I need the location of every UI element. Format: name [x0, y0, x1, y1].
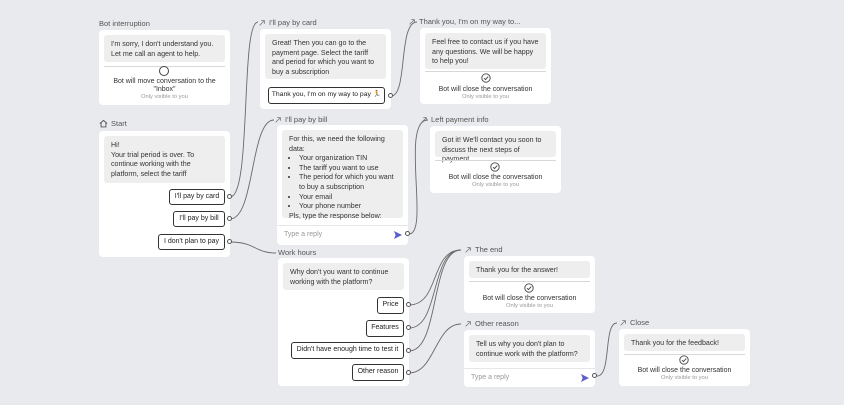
button-price[interactable]: Price: [377, 297, 404, 314]
button-features[interactable]: Features: [366, 320, 404, 337]
check-circle-icon: [481, 73, 491, 83]
button-not-enough-time[interactable]: Didn't have enough time to test it: [291, 342, 404, 359]
node-work-hours[interactable]: Why don't you want to continue working w…: [278, 258, 409, 386]
list-item: Your email: [299, 193, 396, 203]
close-conversation-text: Bot will close the conversation: [438, 86, 533, 93]
connector-features-end: [408, 249, 462, 329]
link-icon: [275, 116, 281, 123]
link-icon: [421, 116, 427, 123]
button-pay-by-bill[interactable]: I'll pay by bill: [173, 211, 225, 227]
intro-text: For this, we need the following data:: [289, 135, 385, 153]
node-title-start: Start: [99, 119, 127, 128]
port-pay-by-bill[interactable]: [227, 216, 232, 221]
divider: [469, 281, 590, 282]
node-bot-interruption[interactable]: I'm sorry, I don't understand you. Let m…: [99, 30, 230, 105]
list-item: The period for which you want to buy a s…: [299, 173, 396, 192]
node-title-thank-you: Thank you, I'm on my way to...: [408, 17, 520, 26]
message-bubble: Why don't you want to continue working w…: [283, 263, 404, 290]
link-icon: [409, 18, 415, 25]
connector-bill-leftpayment: [408, 119, 429, 235]
button-dont-plan-to-pay[interactable]: I don't plan to pay: [158, 234, 225, 250]
visibility-note: Only visible to you: [660, 375, 709, 381]
reply-placeholder: Type a reply: [471, 374, 510, 381]
port-reply[interactable]: [592, 373, 597, 378]
message-bubble: Thank you for the answer!: [469, 261, 590, 278]
visibility-note: Only visible to you: [471, 182, 520, 188]
message-bubble: For this, we need the following data: Yo…: [282, 130, 403, 220]
node-title-work-hours: Work hours: [278, 248, 317, 257]
send-icon[interactable]: [580, 373, 590, 383]
message-bubble: I'm sorry, I don't understand you. Let m…: [104, 35, 225, 62]
port-not-enough-time[interactable]: [406, 348, 411, 353]
connector-card-thankyou: [390, 21, 418, 97]
node-title-the-end: The end: [464, 245, 503, 254]
node-title-left-payment-info: Left payment info: [420, 115, 489, 124]
node-title-bot-interruption: Bot interruption: [99, 19, 150, 28]
close-conversation-text: Bot will close the conversation: [482, 295, 577, 302]
reply-placeholder: Type a reply: [284, 231, 323, 238]
node-other-reason[interactable]: Tell us why you don't plan to continue w…: [464, 330, 595, 387]
node-left-payment-info[interactable]: Got it! We'll contact you soon to discus…: [430, 126, 561, 193]
node-title-pay-by-card: I'll pay by card: [258, 18, 317, 27]
close-conversation-text: Bot will close the conversation: [637, 367, 732, 374]
node-title-close: Close: [619, 318, 649, 327]
close-conversation-text: Bot will close the conversation: [448, 174, 543, 181]
outro-text: Pls, type the response below:: [289, 211, 382, 220]
list-item: The tariff you want to use: [299, 164, 396, 174]
visibility-note: Only visible to you: [461, 94, 510, 100]
check-circle-icon: [490, 162, 500, 172]
button-other-reason[interactable]: Other reason: [352, 364, 404, 381]
message-bubble: Feel free to contact us if you have any …: [425, 33, 546, 69]
node-the-end[interactable]: Thank you for the answer! Bot will close…: [464, 256, 595, 313]
link-icon: [259, 19, 265, 26]
connector-start-card: [229, 21, 259, 198]
connector-price-end: [408, 249, 462, 306]
port-reply[interactable]: [405, 231, 410, 236]
connector-other-close: [596, 322, 618, 377]
node-title-other-reason: Other reason: [464, 319, 519, 328]
inbox-circle-icon: [159, 66, 169, 76]
link-icon: [620, 319, 626, 326]
message-bubble: Thank you for the feedback!: [624, 334, 745, 351]
connector-start-bill: [229, 119, 275, 220]
node-thank-you[interactable]: Feel free to contact us if you have any …: [420, 28, 551, 104]
list-item: Your organization TIN: [299, 154, 396, 164]
reply-input[interactable]: Type a reply: [464, 368, 595, 386]
divider: [435, 160, 556, 161]
node-pay-by-card[interactable]: Great! Then you can go to the payment pa…: [260, 29, 391, 109]
port-other-reason[interactable]: [406, 370, 411, 375]
button-on-my-way-to-pay[interactable]: Thank you, I'm on my way to pay 🏃: [268, 87, 385, 104]
node-start[interactable]: Hi! Your trial period is over. To contin…: [99, 131, 230, 257]
link-icon: [465, 246, 471, 253]
node-title-pay-by-bill: I'll pay by bill: [274, 115, 327, 124]
port-features[interactable]: [406, 325, 411, 330]
connector-time-end: [408, 249, 462, 352]
list-item: Your phone number: [299, 202, 396, 212]
divider: [425, 71, 546, 72]
node-close[interactable]: Thank you for the feedback! Bot will clo…: [619, 329, 750, 386]
link-icon: [465, 320, 471, 327]
visibility-note: Only visible to you: [140, 94, 189, 100]
visibility-note: Only visible to you: [505, 303, 554, 309]
reply-input[interactable]: Type a reply: [277, 225, 408, 243]
port-dont-plan[interactable]: [227, 239, 232, 244]
action-text: Bot will move conversation to the "Inbox…: [113, 78, 216, 93]
divider: [624, 354, 745, 355]
message-bubble: Tell us why you don't plan to continue w…: [469, 335, 590, 362]
port-price[interactable]: [406, 302, 411, 307]
check-circle-icon: [524, 283, 534, 293]
connector-start-workhours: [229, 241, 277, 254]
connector-other-reason: [408, 323, 462, 374]
message-bubble: Great! Then you can go to the payment pa…: [265, 34, 386, 79]
message-bubble: Hi! Your trial period is over. To contin…: [104, 136, 225, 183]
data-list: Your organization TIN The tariff you wan…: [289, 154, 396, 212]
message-bubble: Got it! We'll contact you soon to discus…: [435, 131, 556, 163]
port-pay-by-card[interactable]: [227, 194, 232, 199]
home-icon: [99, 119, 108, 128]
port-on-my-way[interactable]: [388, 93, 393, 98]
check-circle-icon: [679, 355, 689, 365]
button-pay-by-card[interactable]: I'll pay by card: [169, 189, 225, 205]
node-pay-by-bill[interactable]: For this, we need the following data: Yo…: [277, 125, 408, 245]
send-icon[interactable]: [393, 230, 403, 240]
